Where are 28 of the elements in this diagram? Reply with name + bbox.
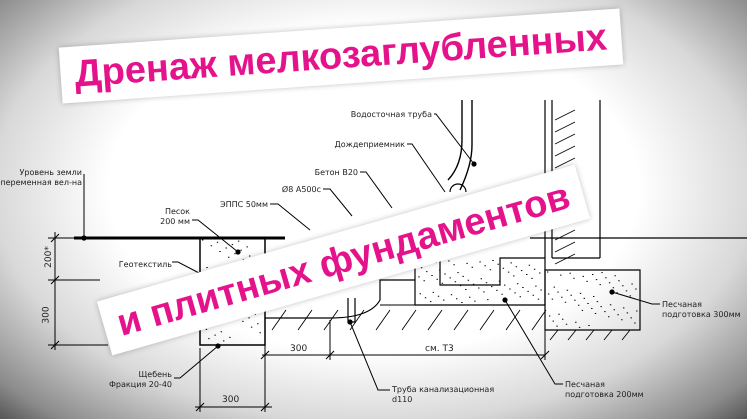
callout-label: Песчаная подготовка 200мм <box>565 380 645 400</box>
dimension-label: 300 <box>222 395 240 405</box>
leader-line <box>174 343 221 378</box>
callout-label: Песчаная подготовка 300мм <box>662 300 742 320</box>
callout-label: Водосточная труба <box>320 110 432 120</box>
callout-label: Песок 200 мм <box>150 207 190 227</box>
dimension-label: 300 <box>290 344 308 354</box>
leader-line <box>406 144 446 192</box>
dimension-label: 300 <box>42 306 52 324</box>
leader-line <box>609 289 660 304</box>
callout-label: Щебень Фракция 20-40 <box>100 370 172 390</box>
leader-line <box>347 319 390 390</box>
callout-label: Бетон В20 <box>300 168 358 178</box>
callout-label: Уровень земли переменная вел-на <box>0 168 82 188</box>
callout-label: Ø8 А500с <box>265 185 321 195</box>
leader-line <box>192 220 241 255</box>
leader-line <box>81 174 87 241</box>
callout-label: ЭППС 50мм <box>210 200 268 210</box>
leader-line <box>502 297 564 384</box>
leader-line <box>360 172 392 208</box>
callout-label: Труба канализационная d110 <box>392 385 502 405</box>
leader-line <box>270 204 310 230</box>
title-banner: Дренаж мелкозаглубленных <box>58 8 623 104</box>
dimension-label: 200* <box>44 246 54 268</box>
callout-label: Дождеприемник <box>330 140 405 150</box>
leader-line <box>322 188 352 216</box>
dimension-label: см. Т3 <box>425 344 454 354</box>
leader-line <box>434 114 477 167</box>
